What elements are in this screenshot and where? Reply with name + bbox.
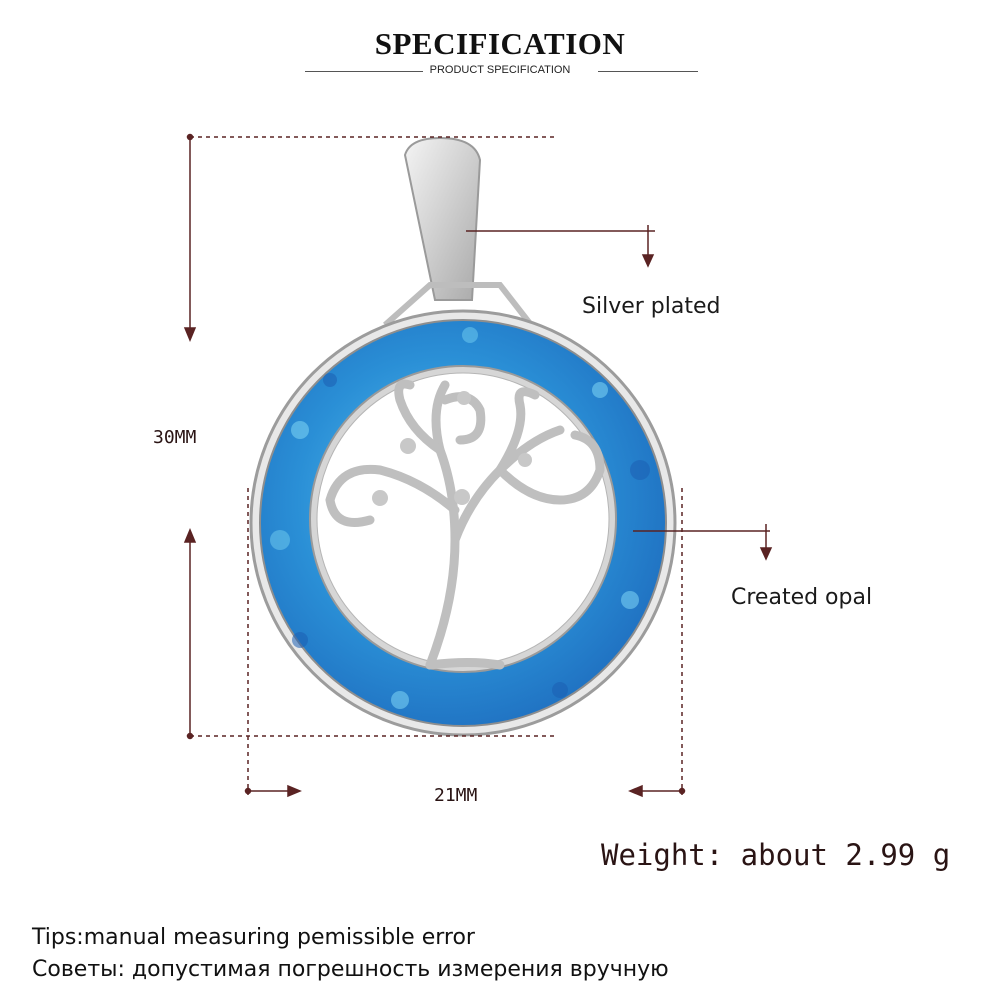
- subtitle-divider-left: [305, 71, 423, 72]
- subtitle-divider-right: [598, 71, 698, 72]
- silver-plated-label: Silver plated: [582, 294, 721, 319]
- opal-texture: [270, 327, 650, 709]
- dimension-lines: [183, 133, 773, 798]
- tree-of-life: [325, 379, 605, 670]
- height-dimension-label: 30MM: [153, 427, 197, 448]
- tip-russian: Советы: допустимая погрешность измерения…: [32, 957, 669, 982]
- width-dimension-label: 21MM: [434, 785, 478, 806]
- tip-english: Tips:manual measuring pemissible error: [32, 925, 475, 950]
- weight-label: Weight: about 2.99 g: [601, 838, 951, 872]
- created-opal-label: Created opal: [731, 585, 873, 610]
- pendant-bail: [383, 136, 538, 332]
- page-title: SPECIFICATION: [374, 26, 626, 61]
- page-subtitle: PRODUCT SPECIFICATION: [429, 64, 571, 76]
